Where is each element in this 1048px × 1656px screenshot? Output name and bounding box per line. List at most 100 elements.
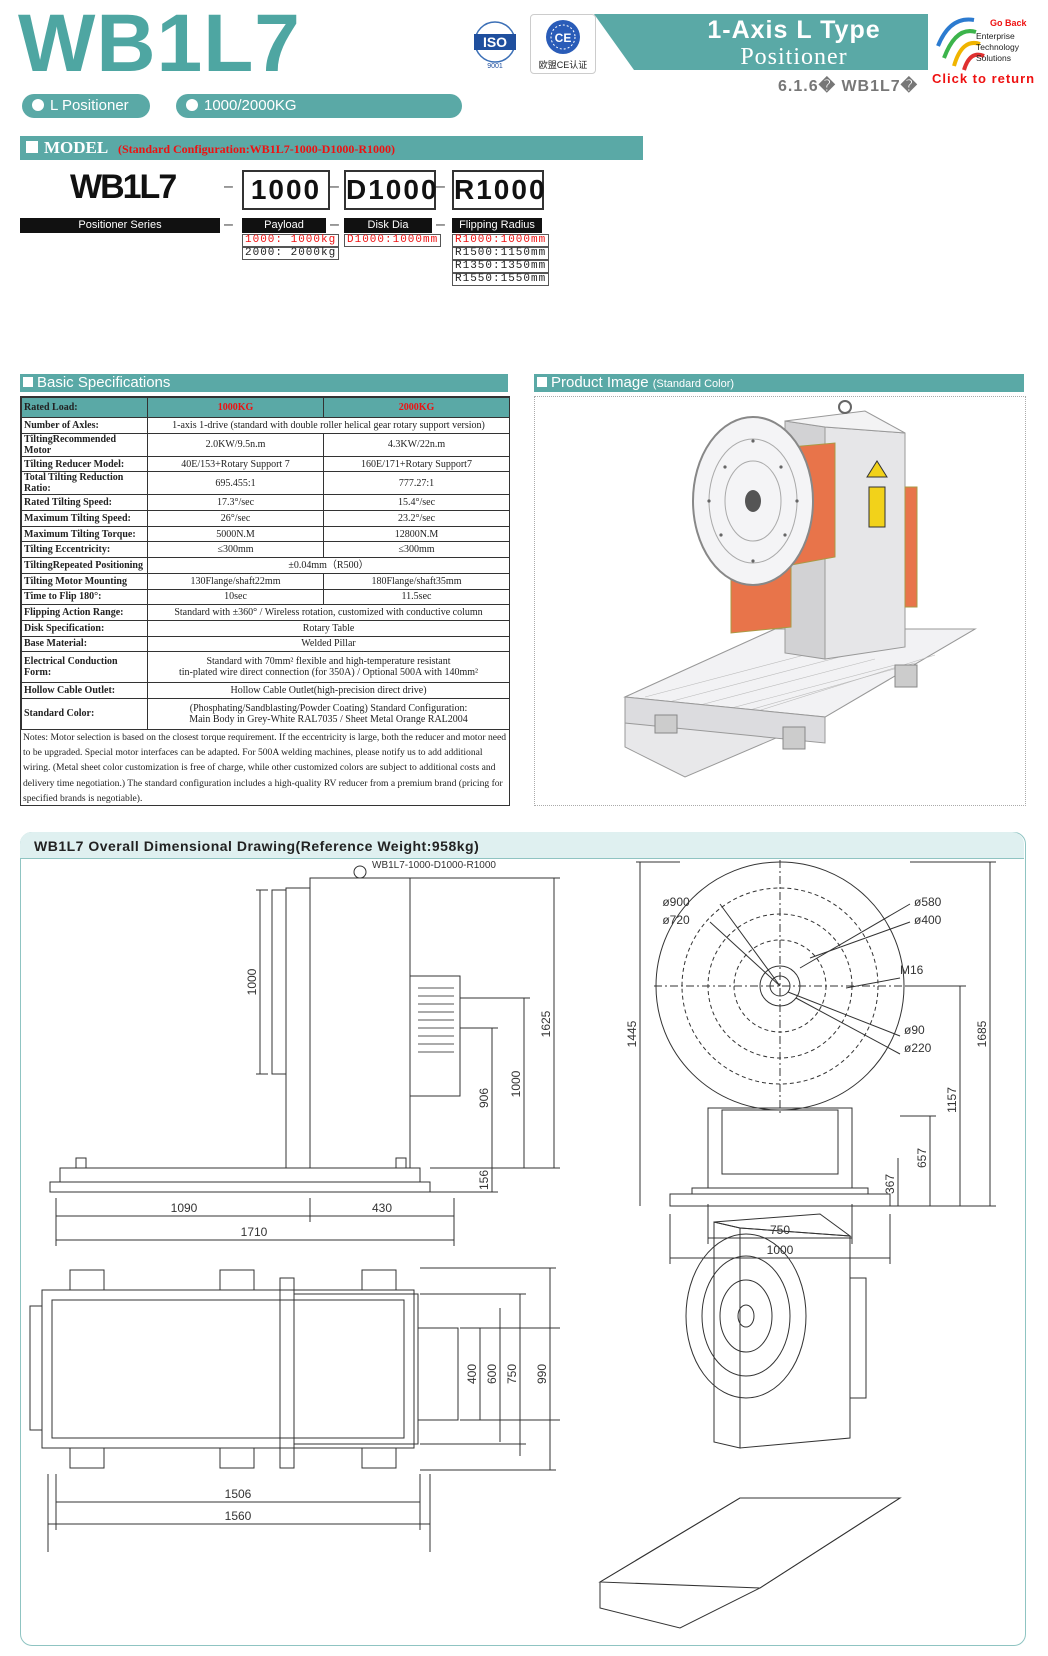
spec-label: Electrical Conduction Form:: [21, 651, 148, 684]
drawing-header: [20, 832, 1024, 859]
spec-label: Disk Specification:: [21, 619, 148, 637]
dim-front-900: ø900: [662, 895, 690, 909]
spec-value-1000kg: 26°/sec: [147, 510, 324, 527]
square-bullet-icon: [26, 141, 38, 153]
separator: –: [436, 178, 445, 195]
spec-value-line: (Phosphating/Sandblasting/Powder Coating…: [189, 702, 468, 714]
spec-label: Maximum Tilting Speed:: [21, 510, 148, 527]
spec-label: Number of Axles:: [21, 417, 148, 434]
spec-value: Hollow Cable Outlet(high-precision direc…: [147, 682, 509, 699]
spec-label: Tilting Reducer Model:: [21, 455, 148, 473]
spec-label: Rated Tilting Speed:: [21, 494, 148, 512]
spec-label: Tilting Motor Mounting: [21, 572, 148, 590]
spec-row: Base Material: Welded Pillar: [21, 635, 509, 653]
spec-value-2000kg: 23.2°/sec: [323, 510, 509, 527]
dim-side-1090: 1090: [171, 1201, 198, 1215]
code-disk-dia: D1000: [344, 170, 437, 210]
spec-label: TiltingRecommended Motor: [21, 432, 148, 457]
iso-number: 9001: [487, 63, 503, 70]
spec-row: Number of Axles: 1-axis 1-drive (standard…: [21, 417, 509, 434]
drawing-title: WB1L7 Overall Dimensional Drawing(Refere…: [34, 838, 480, 854]
spec-label: Base Material:: [21, 635, 148, 653]
separator: –: [330, 178, 339, 195]
radius-option: R1550:1550mm: [452, 273, 550, 286]
radius-option: R1500:1150mm: [452, 247, 550, 260]
spec-value-line: 1-axis 1-drive (standard with double rol…: [172, 419, 485, 431]
spec-value-line: Hollow Cable Outlet(high-precision direc…: [230, 685, 427, 697]
svg-text:CE: CE: [555, 31, 572, 45]
spec-value-1000kg: ≤300mm: [147, 541, 324, 559]
iso-9001-logo: ISO 9001: [462, 18, 528, 70]
spec-value-1000kg: 695.455:1: [147, 471, 324, 496]
radius-option: R1000:1000mm: [452, 234, 550, 247]
title-banner: [594, 14, 928, 70]
spec-value-1000kg: 10sec: [147, 588, 324, 606]
spec-row: Tilting Reducer Model:40E/153+Rotary Sup…: [21, 455, 509, 473]
spec-value-1000kg: 40E/153+Rotary Support 7: [147, 455, 324, 473]
dim-side-156: 156: [477, 1170, 491, 1190]
dim-front-1685: 1685: [975, 1020, 989, 1047]
dimensional-drawing: WB1L7-1000-D1000-R1000 1000 906 1000 162…: [29, 860, 996, 1629]
spec-label: Maximum Tilting Torque:: [21, 525, 148, 543]
dim-front-1000: 1000: [767, 1243, 794, 1257]
dim-top-990: 990: [535, 1364, 549, 1384]
dim-front-750: 750: [770, 1223, 790, 1237]
spec-label: TiltingRepeated Positioning: [21, 557, 148, 574]
spec-value-2000kg: 4.3KW/22n.m: [323, 432, 509, 457]
dim-front-90: ø90: [904, 1023, 925, 1037]
payload-options: 1000: 1000kg 2000: 2000kg: [242, 234, 340, 260]
section-code: 6.1.6� WB1L7�: [778, 78, 919, 95]
payload-option: 2000: 2000kg: [242, 247, 340, 260]
specs-section-bar: Basic Specifications: [20, 374, 508, 392]
disk-option: D1000:1000mm: [344, 234, 442, 247]
radius-option: R1350:1350mm: [452, 260, 550, 273]
spec-col-2000kg: 2000KG: [323, 397, 509, 418]
spec-value-2000kg: 15.4°/sec: [323, 494, 509, 512]
dim-front-720: ø720: [662, 913, 690, 927]
dim-top-600: 600: [485, 1364, 499, 1384]
spec-value-2000kg: 180Flange/shaft35mm: [323, 572, 509, 590]
spec-value: 1-axis 1-drive (standard with double rol…: [147, 417, 509, 434]
company-logo[interactable]: Go Back Enterprise Technology Solutions: [930, 12, 1040, 76]
spec-value-line: Standard with 70mm² flexible and high-te…: [206, 656, 451, 668]
spec-value: Standard with ±360° / Wireless rotation,…: [147, 604, 509, 621]
spec-row: Tilting Eccentricity:≤300mm≤300mm: [21, 541, 509, 559]
bullet-icon: [32, 99, 44, 111]
pill-load-label: 1000/2000KG: [204, 97, 297, 114]
model-label: MODEL: [44, 138, 109, 157]
payload-caption: Payload: [242, 218, 326, 233]
dim-side-1710: 1710: [241, 1225, 268, 1239]
side-view: [49, 865, 560, 1246]
specs-title: Basic Specifications: [37, 374, 171, 391]
series-caption: Positioner Series: [20, 218, 220, 233]
click-to-return-link[interactable]: Click to return: [932, 71, 1036, 86]
top-view: [29, 1267, 560, 1552]
code-flipping-radius: R1000: [452, 170, 545, 210]
spec-row: TiltingRepeated Positioning±0.04mm（R500）: [21, 557, 509, 574]
spec-row: Standard Color:(Phosphating/Sandblasting…: [21, 697, 509, 730]
separator: –: [224, 216, 233, 233]
logo-line-1: Go Back: [990, 18, 1028, 28]
spec-col-1000kg: 1000KG: [147, 397, 324, 418]
spec-value-line: Welded Pillar: [301, 638, 356, 650]
banner-subtitle: Positioner: [740, 44, 848, 70]
disk-options: D1000:1000mm: [344, 234, 442, 247]
spec-label: Tilting Eccentricity:: [21, 541, 148, 559]
isometric-view: [598, 1213, 902, 1629]
logo-line-3: Technology: [976, 42, 1020, 52]
spec-value-1000kg: 130Flange/shaft22mm: [147, 572, 324, 590]
product-subtitle: (Standard Color): [652, 378, 735, 390]
dim-top-1506: 1506: [225, 1487, 252, 1501]
spec-value: ±0.04mm（R500）: [147, 557, 509, 574]
ce-label: 欧盟CE认证: [539, 59, 588, 70]
spec-value-1000kg: 17.3°/sec: [147, 494, 324, 512]
dim-side-1000: 1000: [245, 968, 259, 995]
spec-value: Welded Pillar: [147, 635, 509, 653]
dim-side-1000b: 1000: [509, 1070, 523, 1097]
